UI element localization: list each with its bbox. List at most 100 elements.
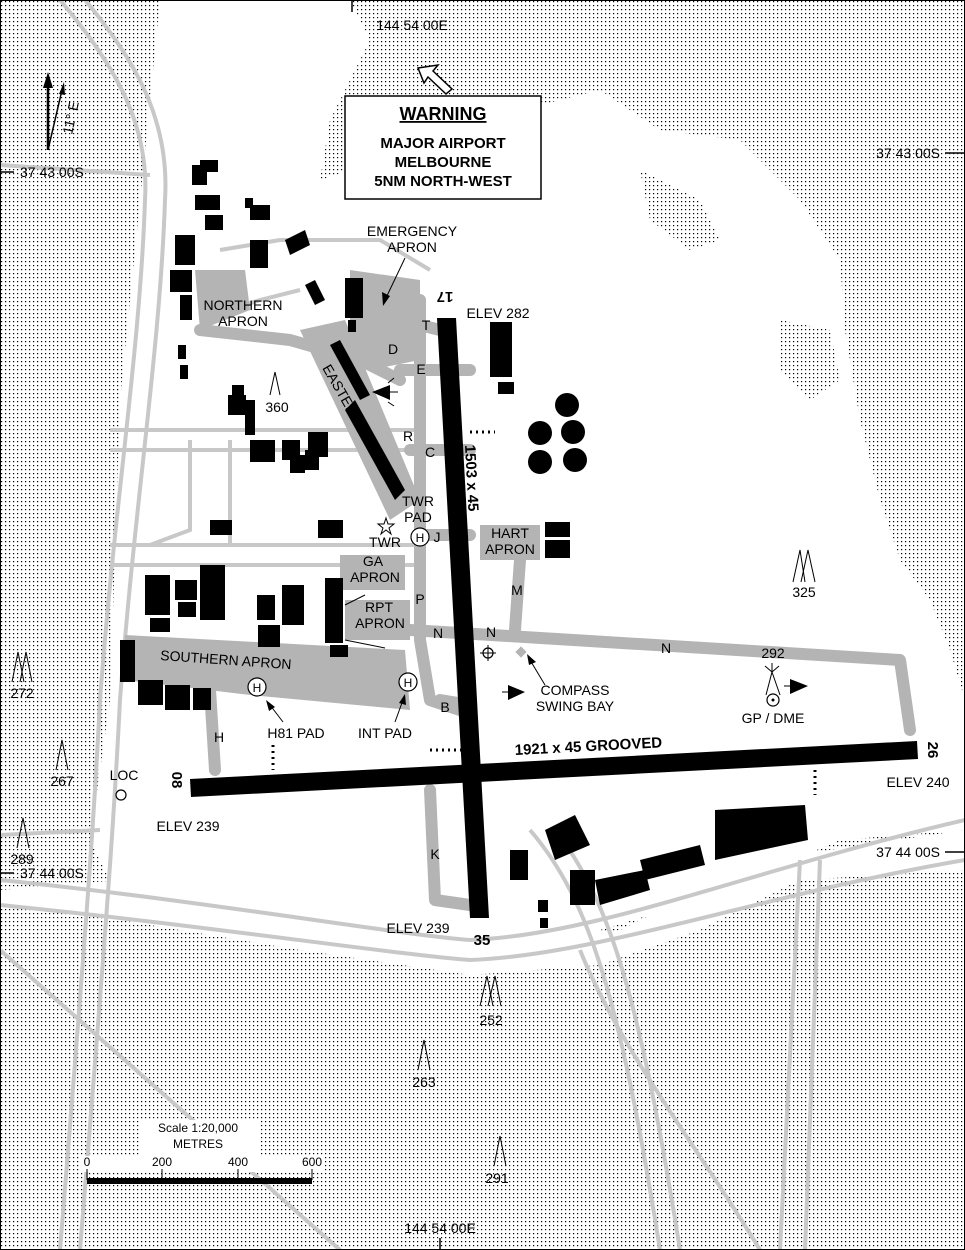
beacon-icon [372,377,398,407]
taxiway-e: E [416,361,425,377]
svg-text:H: H [253,681,262,695]
label-compass-1: COMPASS [541,682,610,698]
coord-right-lat-south: 37 44 00S [876,844,940,860]
taxiway-m: M [511,582,523,598]
scale-bar: Scale 1:20,000 METRES 0 200 400 600 [80,1120,325,1184]
obstacle-360-height: 360 [265,399,289,415]
coord-left-lat-south: 37 44 00S [20,865,84,881]
label-emergency-apron-2: APRON [387,239,437,255]
obstacle-267-icon [55,739,69,771]
airfield-clear-area-east [560,120,800,380]
scale-title: Scale 1:20,000 [158,1121,238,1135]
holding-dots [271,430,817,795]
coord-right-lat-north: 37 43 00S [876,145,940,161]
warning-title: WARNING [400,104,487,124]
svg-text:H: H [416,531,425,545]
helipad-twr-icon: H [410,527,430,547]
runway-35-label: 35 [474,932,491,949]
stippled-patch-2 [780,320,840,400]
label-twr-pad-2: PAD [404,509,432,525]
warning-direction-arrow-icon [416,63,454,96]
taxiway-n-3: N [661,640,671,656]
label-compass-2: SWING BAY [536,698,615,714]
magnetic-variation: 11° E [59,100,82,136]
tower-star-icon [376,516,396,536]
obstacle-272-icon [11,651,33,683]
taxiway-c: C [425,444,435,460]
taxiway-t: T [422,317,431,333]
svg-text:H: H [404,676,413,690]
scale-units: METRES [173,1137,223,1151]
helipad-int-icon: H [398,672,418,692]
label-twr: TWR [369,534,401,550]
gp-dme-antenna-icon [764,663,781,707]
label-northern-apron-1: NORTHERN [203,297,282,313]
runway-08-label: 08 [168,772,185,789]
obstacle-289-height: 289 [10,851,34,867]
elev-08: ELEV 239 [156,818,219,834]
label-hart-apron-2: APRON [485,541,535,557]
label-int-pad: INT PAD [358,725,412,741]
compass-swing-bay-icon [515,646,527,658]
loc-icon [115,789,127,801]
obstacle-272-height: 272 [10,685,34,701]
runway-08-26 [190,741,918,797]
taxiway-h: H [214,729,224,745]
gp-beacon-icon [784,679,808,694]
taxiway-n-2: N [486,624,496,640]
obstacle-252-height: 252 [479,1012,503,1028]
north-arrow-icon [43,72,65,151]
obstacle-289-icon [16,817,30,849]
obstacle-291-icon [493,1135,507,1167]
warning-line-1: MAJOR AIRPORT [380,135,505,152]
taxiway-k: K [430,846,440,862]
label-northern-apron-2: APRON [218,313,268,329]
elev-26: ELEV 240 [886,774,949,790]
taxiway-d: D [388,341,398,357]
obstacle-325-icon [792,549,816,583]
runway-26-label: 26 [924,742,941,759]
warning-line-2: MELBOURNE [395,154,492,171]
warning-box: WARNING MAJOR AIRPORT MELBOURNE 5NM NORT… [344,95,542,200]
obstacle-292-height: 292 [761,645,785,661]
scale-tick-200: 200 [152,1155,172,1169]
scale-tick-600: 600 [302,1155,322,1169]
label-twr-pad-1: TWR [402,493,434,509]
runway-17-label: 17 [437,288,454,305]
label-h81-pad: H81 PAD [267,725,324,741]
aerodrome-reference-point-icon [480,645,496,661]
elev-17: ELEV 282 [466,305,529,321]
label-loc: LOC [110,767,139,783]
label-rpt-apron-1: RPT [365,599,393,615]
taxiway-r: R [403,428,413,444]
label-ga-apron-2: APRON [350,569,400,585]
coord-left-lat-north: 37 43 00S [20,164,84,180]
helipad-h81-icon: H [247,677,267,697]
runway-1735-dimensions: 1503 x 45 [461,444,481,512]
scale-tick-0: 0 [84,1155,91,1169]
scale-tick-400: 400 [228,1155,248,1169]
taxiway-n-1: N [433,625,443,641]
label-emergency-apron-1: EMERGENCY [367,223,458,239]
obstacle-252-icon [479,975,502,1007]
obstacle-291-height: 291 [485,1170,509,1186]
runways [190,318,918,918]
taxiway-p: P [415,591,424,607]
obstacle-267-height: 267 [50,773,74,789]
obstacle-325-height: 325 [792,584,816,600]
coord-bottom-lon: 144 54 00E [404,1220,476,1236]
label-ga-apron-1: GA [363,553,384,569]
label-hart-apron-1: HART [491,525,529,541]
taxiway-b: B [440,699,449,715]
airfield-clear-area-south [0,830,965,975]
compass-beacon-icon [502,685,525,700]
label-gp-dme: GP / DME [742,710,805,726]
stippled-patch-1 [640,170,720,250]
elev-35: ELEV 239 [386,920,449,936]
obstacle-360-icon [269,371,281,396]
obstacle-263-height: 263 [412,1074,436,1090]
buildings [120,160,808,928]
label-rpt-apron-2: APRON [355,615,405,631]
obstacle-263-icon [417,1039,431,1071]
